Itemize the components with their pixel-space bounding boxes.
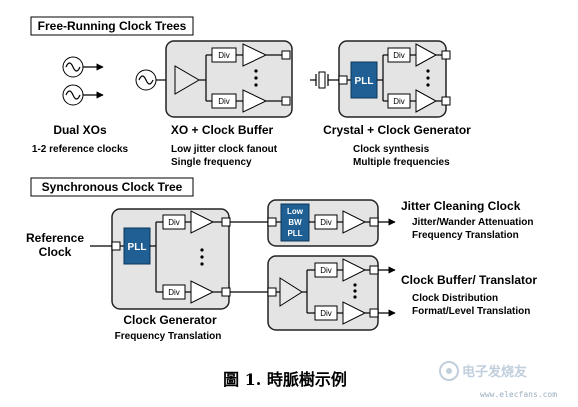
- section-header-free-running: Free-Running Clock Trees: [30, 16, 194, 36]
- input-pad: [338, 75, 348, 85]
- xo-buffer-desc-1: Low jitter clock fanout: [171, 144, 278, 155]
- output-pad: [221, 217, 231, 227]
- buffer-translator-desc-2: Format/Level Translation: [412, 306, 530, 317]
- input-pad: [267, 217, 277, 227]
- buffer-amp-icon: [174, 65, 200, 95]
- buffer-amp-icon: [279, 277, 303, 307]
- xo-buffer-title: XO + Clock Buffer: [171, 123, 274, 137]
- output-pad: [369, 217, 379, 227]
- dual-xos-desc: 1-2 reference clocks: [32, 144, 129, 155]
- reference-clock-label-2: Clock: [39, 245, 72, 259]
- watermark-url: www.elecfans.com: [480, 390, 557, 399]
- output-pad: [369, 265, 379, 275]
- svg-text:Div: Div: [168, 288, 180, 297]
- svg-text:Div: Div: [218, 51, 230, 60]
- output-driver-icon: [342, 258, 367, 282]
- svg-text:Div: Div: [320, 309, 332, 318]
- output-driver-icon: [415, 43, 438, 67]
- output-pad: [369, 308, 379, 318]
- xo-clock-buffer-block: Div Div: [135, 40, 293, 118]
- jitter-cleaning-desc-1: Jitter/Wander Attenuation: [412, 217, 533, 228]
- crystal-gen-desc-2: Multiple frequencies: [353, 157, 450, 168]
- output-pad: [281, 96, 291, 106]
- jitter-cleaning-desc-2: Frequency Translation: [412, 230, 519, 241]
- output-driver-icon: [342, 210, 367, 234]
- buffer-translator-desc-1: Clock Distribution: [412, 293, 498, 304]
- watermark-logo: 电子发烧友 www.elecfans.com: [439, 361, 557, 399]
- clock-generator-sync-block: PLL Div Div: [90, 208, 268, 310]
- output-pad: [221, 287, 231, 297]
- svg-text:Free-Running Clock Trees: Free-Running Clock Trees: [38, 19, 187, 33]
- dual-xos-block: [62, 56, 104, 106]
- low-bw-pll-block: [280, 203, 310, 242]
- svg-text:PLL: PLL: [355, 76, 374, 87]
- crystal-icon: [310, 71, 339, 89]
- jitter-cleaning-title: Jitter Cleaning Clock: [401, 199, 521, 213]
- clock-buffer-translator-block: Div Div: [267, 255, 396, 331]
- crystal-gen-desc-1: Clock synthesis: [353, 144, 430, 155]
- watermark-brand: 电子发烧友: [462, 364, 527, 380]
- svg-text:Div: Div: [218, 97, 230, 106]
- output-driver-icon: [342, 301, 367, 325]
- output-driver-icon: [242, 43, 268, 67]
- jitter-cleaner-block: Low BW PLL Div: [267, 199, 396, 247]
- svg-text:Div: Div: [320, 218, 332, 227]
- figure-caption: 圖 1. 時脈樹示例: [223, 370, 347, 389]
- output-pad: [441, 50, 451, 60]
- section-header-synchronous: Synchronous Clock Tree: [30, 177, 194, 197]
- svg-text:PLL: PLL: [287, 229, 302, 238]
- clock-generator-desc: Frequency Translation: [115, 331, 222, 342]
- output-driver-icon: [190, 210, 215, 234]
- svg-text:PLL: PLL: [128, 242, 147, 253]
- output-pad: [281, 50, 291, 60]
- crystal-clock-generator-block: PLL Div Div: [310, 40, 451, 118]
- reference-clock-label-1: Reference: [26, 231, 84, 245]
- svg-text:Synchronous Clock Tree: Synchronous Clock Tree: [42, 180, 183, 194]
- input-pad: [111, 241, 121, 251]
- svg-text:Low: Low: [287, 207, 304, 216]
- output-driver-icon: [190, 280, 215, 304]
- output-driver-icon: [242, 89, 268, 113]
- dual-xos-title: Dual XOs: [53, 123, 107, 137]
- pll-block: [350, 61, 378, 99]
- output-pad: [441, 96, 451, 106]
- svg-text:Div: Div: [393, 97, 405, 106]
- svg-text:Div: Div: [168, 218, 180, 227]
- clock-generator-title: Clock Generator: [123, 313, 217, 327]
- crystal-gen-title: Crystal + Clock Generator: [323, 123, 471, 137]
- buffer-translator-title: Clock Buffer/ Translator: [401, 273, 537, 287]
- input-pad: [267, 287, 277, 297]
- svg-text:Div: Div: [320, 266, 332, 275]
- pll-block: [123, 227, 151, 265]
- svg-text:Div: Div: [393, 51, 405, 60]
- svg-text:BW: BW: [288, 218, 302, 227]
- output-driver-icon: [415, 89, 438, 113]
- xo-buffer-desc-2: Single frequency: [171, 157, 252, 168]
